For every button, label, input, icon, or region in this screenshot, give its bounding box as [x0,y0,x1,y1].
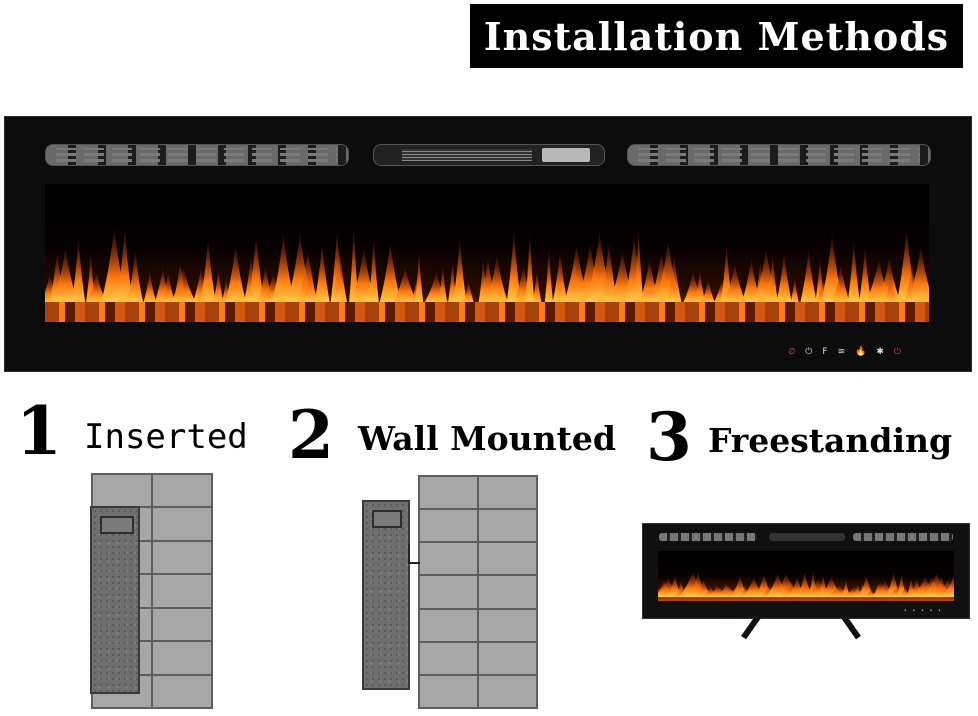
power-mode-icon[interactable]: ⏻ [805,347,813,357]
flame-shape [701,279,716,304]
method-1-number: 1 [16,392,62,470]
flame-shape [877,258,902,304]
flame-shape [552,251,568,304]
flames-graphic [45,226,929,304]
flame-shape [452,237,467,304]
flame-shape [831,265,851,304]
flame-shape [348,226,359,304]
flame-shape [379,242,402,304]
flame-shape [506,229,522,304]
method-1-label: Inserted [84,417,248,457]
flame-shape [143,271,157,304]
flame-shape [392,268,418,304]
freestanding-fireplace-image: • • • • • [642,523,970,619]
method-3-number: 3 [646,398,692,476]
flame-shape [247,234,265,304]
flame-shape [900,585,910,597]
right-vent [627,144,931,166]
flame-shape [767,254,779,304]
control-panel: ⏲ ⏻ F ≋ 🔥 ✱ ⏻ [788,347,901,357]
flame-shape [463,280,475,304]
flame-shape [224,245,247,304]
flame-shape [599,242,618,304]
power-icon[interactable]: ⏻ [893,347,901,357]
flame-shape [790,277,800,304]
flame-shape [633,227,644,304]
light-icon[interactable]: ✱ [876,347,884,357]
flame-shape [858,246,872,304]
method-2-number: 2 [288,396,334,474]
flame-shape [438,265,448,304]
firebox [45,184,929,322]
flame-shape [116,228,134,304]
flame-shape [741,259,762,304]
flame-shape [907,246,929,304]
flame-shape [368,237,379,304]
flame-shape [303,261,318,304]
mini-firebox [658,551,954,601]
left-vent [45,144,349,166]
mounting-bracket [408,544,420,564]
wall-mount-wall [418,475,538,709]
flame-shape [694,269,706,304]
method-2-label: Wall Mounted [358,419,616,458]
flame-shape [800,250,818,304]
fireplace-main-image: ⏲ ⏻ F ≋ 🔥 ✱ ⏻ [4,116,972,372]
flame-shape [841,579,851,597]
method-3-label: Freestanding [708,421,953,460]
flame-shape [52,248,79,304]
flame-shape [213,268,224,304]
flame-shape [85,271,108,304]
flame-shape [314,243,331,304]
flame-shape [884,273,897,304]
flame-icon[interactable]: 🔥 [855,347,867,357]
flame-shape [776,252,793,304]
flame-shape [160,272,176,304]
title-banner: Installation Methods [470,4,963,68]
wall-mounted-fireplace-unit [362,500,410,690]
mini-control-panel: • • • • • [903,608,943,614]
flame-shape [271,233,296,304]
flame-shape [943,574,954,597]
flame-shape [71,237,86,304]
flame-shape [532,270,542,304]
flame-shape [485,255,509,304]
flame-shape [332,248,348,304]
title-text: Installation Methods [483,13,950,59]
flame-shape [170,267,197,304]
flame-shape [525,232,535,304]
flame-shape [666,255,682,304]
heat-icon[interactable]: ≋ [837,347,846,357]
flame-shape [127,250,144,304]
timer-icon[interactable]: ⏲ [788,347,796,357]
flame-shape [544,247,554,304]
flame-shape [847,240,861,304]
ember-bed [45,302,929,322]
inserted-fireplace-unit [90,506,140,694]
flame-shape [414,251,424,304]
flame-shape [200,239,217,304]
center-vent [373,144,605,166]
flame-shape [723,263,747,304]
fahrenheit-icon[interactable]: F [822,347,828,357]
